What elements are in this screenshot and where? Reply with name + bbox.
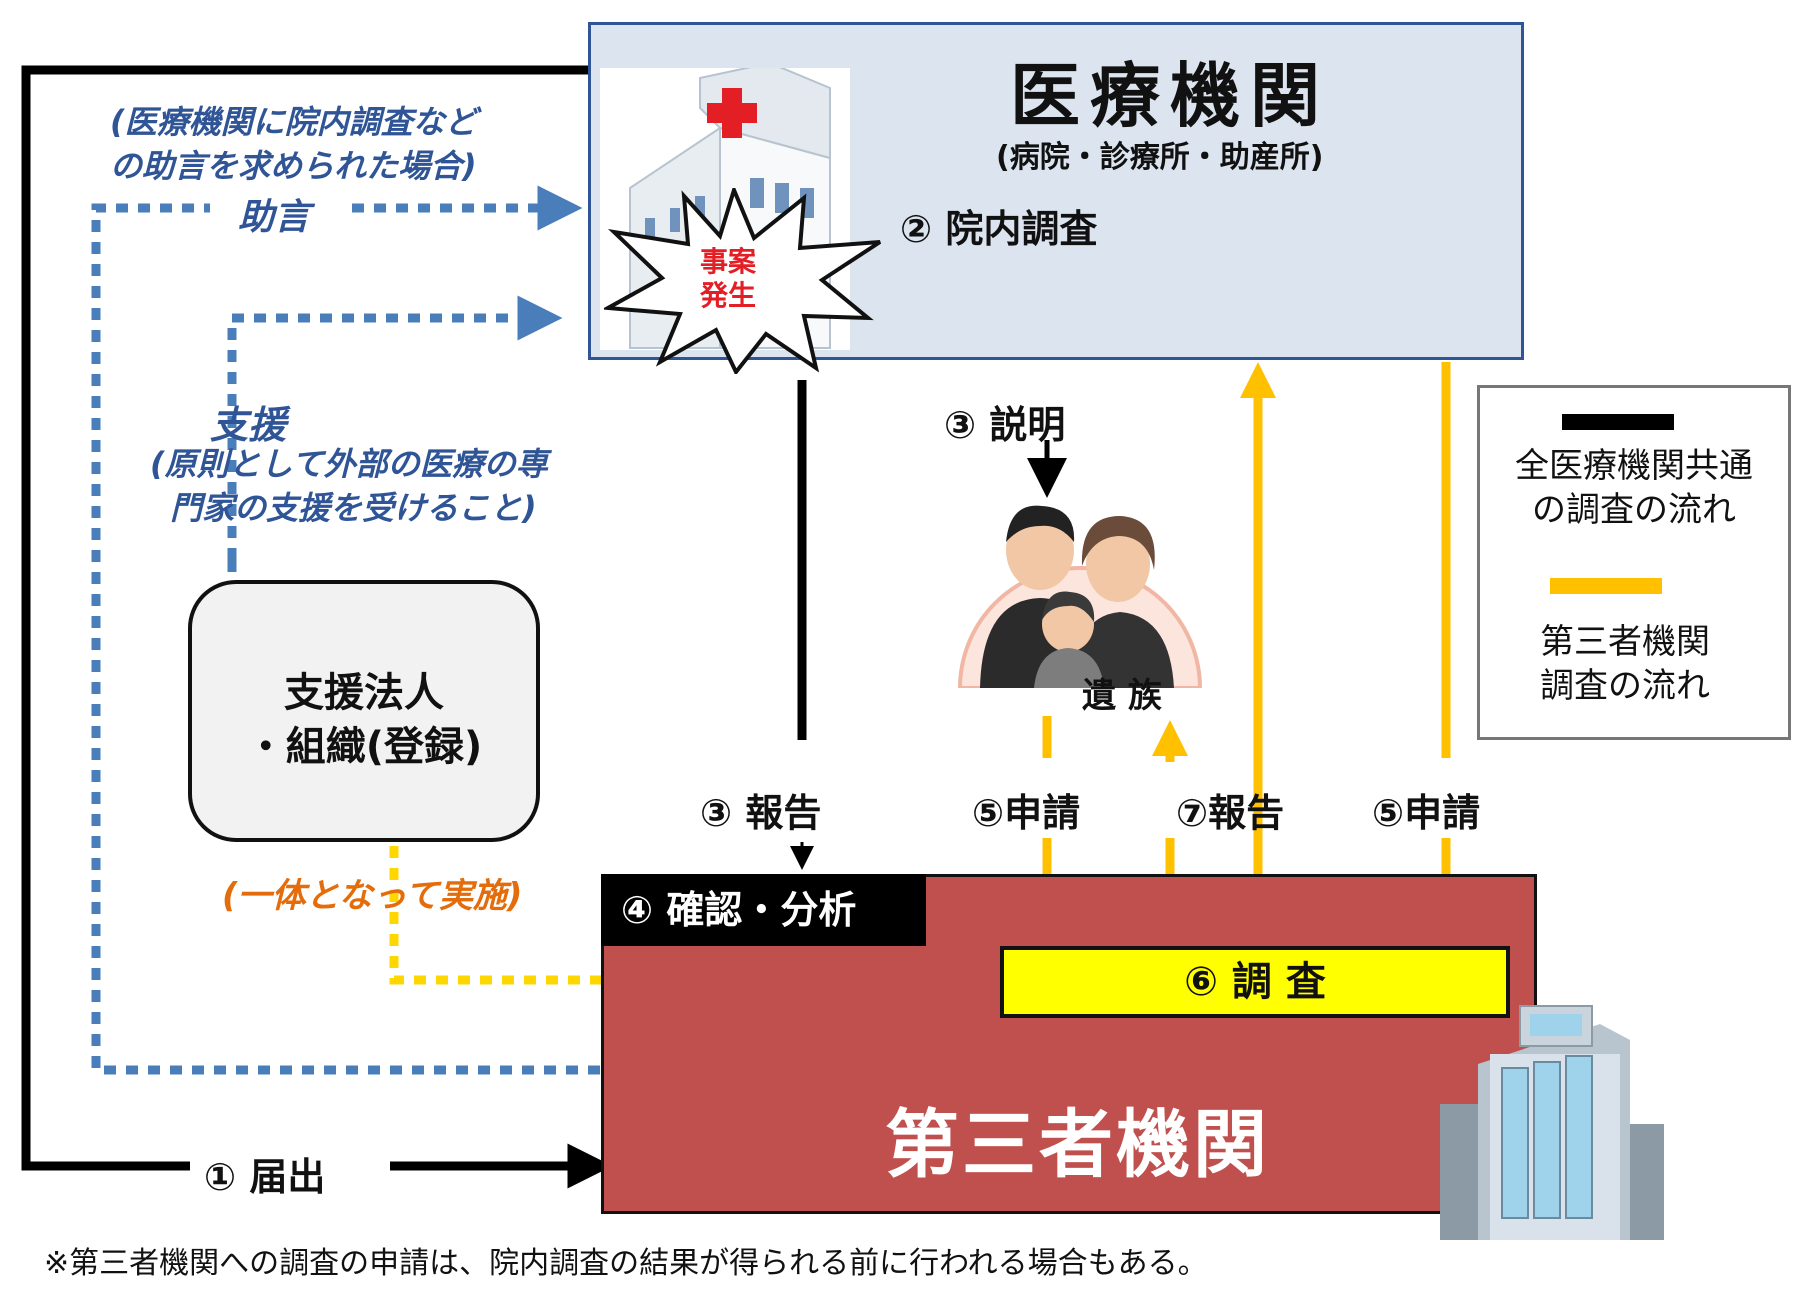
third-party-title: 第三者機関 <box>885 1102 1270 1188</box>
step4-label: ④ 確認・分析 <box>601 874 926 946</box>
notification-label: ① 届出 <box>204 1155 326 1199</box>
step2-label: ② 院内調査 <box>900 207 1098 251</box>
legend-common-line2: の調査の流れ <box>1532 490 1736 530</box>
office-building-icon <box>1440 1005 1664 1240</box>
support-note-line2: 門家の支援を受けること) <box>170 489 537 527</box>
advice-condition-line1: (医療機関に院内調査など <box>110 103 477 141</box>
explain-label: ③ 説明 <box>944 403 1066 447</box>
together-label: (一体となって実施) <box>222 876 523 916</box>
incident-label-line1: 事案 <box>700 245 757 278</box>
advice-dotted-line <box>91 203 600 1075</box>
legend-common-line1: 全医療機関共通 <box>1515 446 1753 486</box>
incident-burst-icon <box>604 188 882 374</box>
report7-label: ⑦報告 <box>1176 791 1285 835</box>
support-label: 支援 <box>210 403 287 447</box>
support-note-line1: (原則として外部の医療の専 <box>150 445 548 483</box>
support-dotted-line <box>227 295 563 560</box>
support-body-box: 支援法人 ・組織(登録) <box>188 580 540 842</box>
advice-condition-line2: の助言を求められた場合) <box>110 147 477 185</box>
medical-subtitle: (病院・診療所・助産所) <box>996 140 1324 175</box>
step6-survey-box: ⑥ 調 査 <box>1000 946 1510 1018</box>
family-icon <box>957 505 1203 688</box>
apply5-family-label: ⑤申請 <box>972 791 1081 835</box>
support-body-line1: 支援法人 <box>284 670 444 716</box>
apply5-med-label: ⑤申請 <box>1372 791 1481 835</box>
legend-third-line1: 第三者機関 <box>1540 622 1710 662</box>
medical-title: 医療機関 <box>1010 55 1330 137</box>
support-body-line2: ・組織(登録) <box>245 724 483 770</box>
legend-third: 第三者機関 調査の流れ <box>1480 620 1770 708</box>
report3-label: ③ 報告 <box>700 791 822 835</box>
advice-condition: (医療機関に院内調査など の助言を求められた場合) <box>110 100 477 188</box>
legend-third-line2: 調査の流れ <box>1540 666 1710 706</box>
advice-label: 助言 <box>238 197 311 238</box>
footnote: ※第三者機関への調査の申請は、院内調査の結果が得られる前に行われる場合もある。 <box>44 1246 1208 1281</box>
incident-label-line2: 発生 <box>700 279 757 312</box>
support-note: (原則として外部の医療の専 門家の支援を受けること) <box>150 442 548 530</box>
legend-yellow-swatch <box>1550 578 1662 594</box>
notification-line <box>21 65 590 1171</box>
legend-black-swatch <box>1562 414 1674 430</box>
incident-label: 事案 発生 <box>700 245 756 313</box>
family-label: 遺 族 <box>1082 676 1162 716</box>
legend-common: 全医療機関共通 の調査の流れ <box>1480 444 1788 532</box>
legend-box: 全医療機関共通 の調査の流れ 第三者機関 調査の流れ <box>1477 385 1791 740</box>
